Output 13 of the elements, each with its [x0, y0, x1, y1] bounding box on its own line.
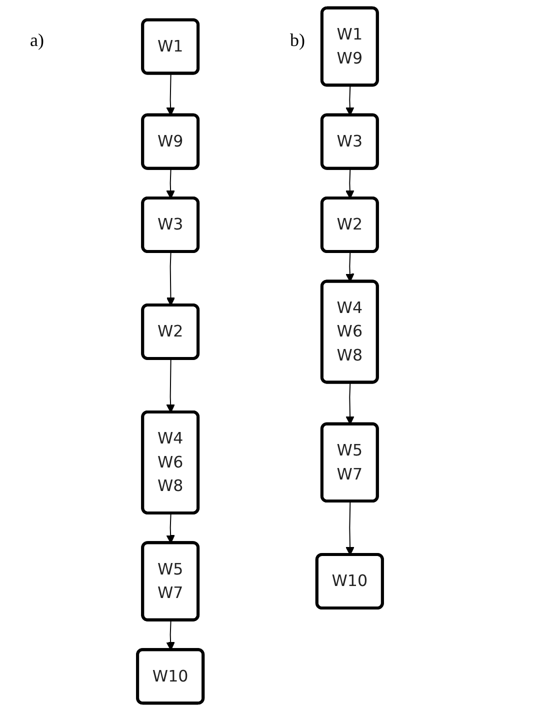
arrow	[346, 168, 354, 199]
arrow	[166, 358, 175, 413]
arrow	[166, 252, 176, 306]
arrow	[166, 620, 175, 650]
panel-label: b)	[290, 30, 305, 51]
arrow	[346, 382, 354, 425]
arrow	[346, 252, 354, 282]
arrow	[346, 85, 354, 116]
arrow	[166, 73, 175, 116]
arrow	[166, 168, 175, 199]
arrow	[346, 501, 354, 556]
panel-label: a)	[30, 30, 44, 51]
arrow	[166, 512, 175, 544]
